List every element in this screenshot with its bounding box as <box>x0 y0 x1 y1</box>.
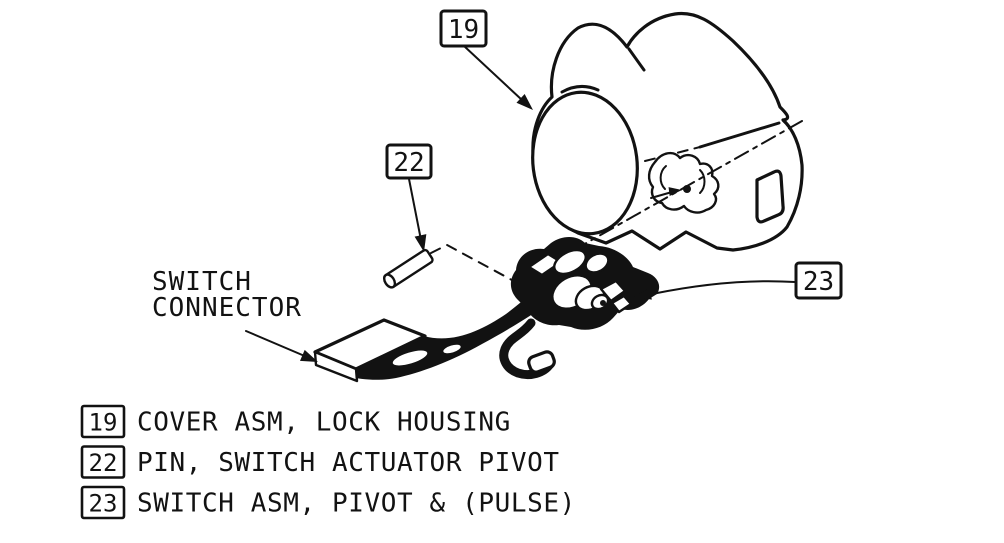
cavity-detail-arc-left <box>659 165 667 190</box>
leader-19-line <box>463 45 523 101</box>
callout-19-box <box>439 9 488 48</box>
legend: 19 COVER ASM, LOCK HOUSING 22 PIN, SWITC… <box>80 404 576 520</box>
leader-19-arrowhead-icon <box>516 94 533 110</box>
housing-key-slot <box>755 169 785 224</box>
hook-wire-end-cap <box>527 350 556 374</box>
cavity-detail-arc-right <box>699 169 706 194</box>
pivot-pin-drawing <box>382 248 434 289</box>
switch-connector-annotation: SWITCH CONNECTOR <box>152 267 302 323</box>
leader-22-line <box>408 178 422 241</box>
legend-22-box <box>80 445 126 479</box>
switch-lump-left <box>553 248 587 276</box>
callout-19: 19 <box>439 9 488 48</box>
legend-row-23: 23 SWITCH ASM, PIVOT & (PULSE) <box>80 485 576 520</box>
legend-23-box <box>80 485 126 520</box>
legend-row-22: 22 PIN, SWITCH ACTUATOR PIVOT <box>80 445 560 479</box>
legend-23-description: SWITCH ASM, PIVOT & (PULSE) <box>137 489 576 519</box>
housing-face-edge <box>698 121 781 149</box>
legend-22-ref: 22 <box>89 449 118 477</box>
callout-22-label: 22 <box>393 148 424 178</box>
switch-connector-label-line2: CONNECTOR <box>152 293 302 323</box>
leader-connector-arrowhead-icon <box>300 349 318 362</box>
switch-connector-label-line1: SWITCH <box>152 267 252 297</box>
legend-19-ref: 19 <box>89 409 118 437</box>
housing-crease-line <box>627 47 646 72</box>
callout-22: 22 <box>385 143 433 180</box>
legend-19-description: COVER ASM, LOCK HOUSING <box>137 408 511 438</box>
switch-connector-drawing <box>313 291 549 383</box>
legend-19-box <box>80 404 126 439</box>
leader-23-line <box>651 280 796 295</box>
callout-23-label: 23 <box>803 267 834 297</box>
leader-23-arrowhead-icon <box>634 287 652 300</box>
lock-housing-cover-drawing <box>531 11 804 264</box>
cable-highlight-2 <box>443 344 461 354</box>
callout-19-label: 19 <box>448 15 479 45</box>
switch-pivot-center <box>600 300 606 306</box>
callout-23: 23 <box>794 261 843 300</box>
leader-22-arrowhead-icon <box>414 234 427 252</box>
callout-22-box <box>385 143 433 180</box>
callout-23-box <box>794 261 843 300</box>
pin-assembly-dashed-line <box>430 243 524 287</box>
cable-highlight-1 <box>392 350 428 366</box>
legend-row-19: 19 COVER ASM, LOCK HOUSING <box>80 404 511 439</box>
housing-lobe-arc <box>560 85 600 94</box>
legend-23-ref: 23 <box>89 490 118 518</box>
switch-assembly-drawing <box>499 237 660 380</box>
leader-connector-line <box>245 330 308 358</box>
housing-hidden-edge <box>644 146 701 162</box>
switch-arm-facet-2 <box>610 294 633 314</box>
cavity-dot-arrow-line <box>650 191 673 199</box>
housing-front-face <box>531 90 639 236</box>
pin-end-cap <box>382 273 397 289</box>
switch-arm-facet-1 <box>599 279 627 303</box>
housing-centerline <box>550 120 803 264</box>
callout-leaders <box>245 45 796 362</box>
legend-22-description: PIN, SWITCH ACTUATOR PIVOT <box>137 448 560 478</box>
switch-lump-right <box>584 252 610 274</box>
